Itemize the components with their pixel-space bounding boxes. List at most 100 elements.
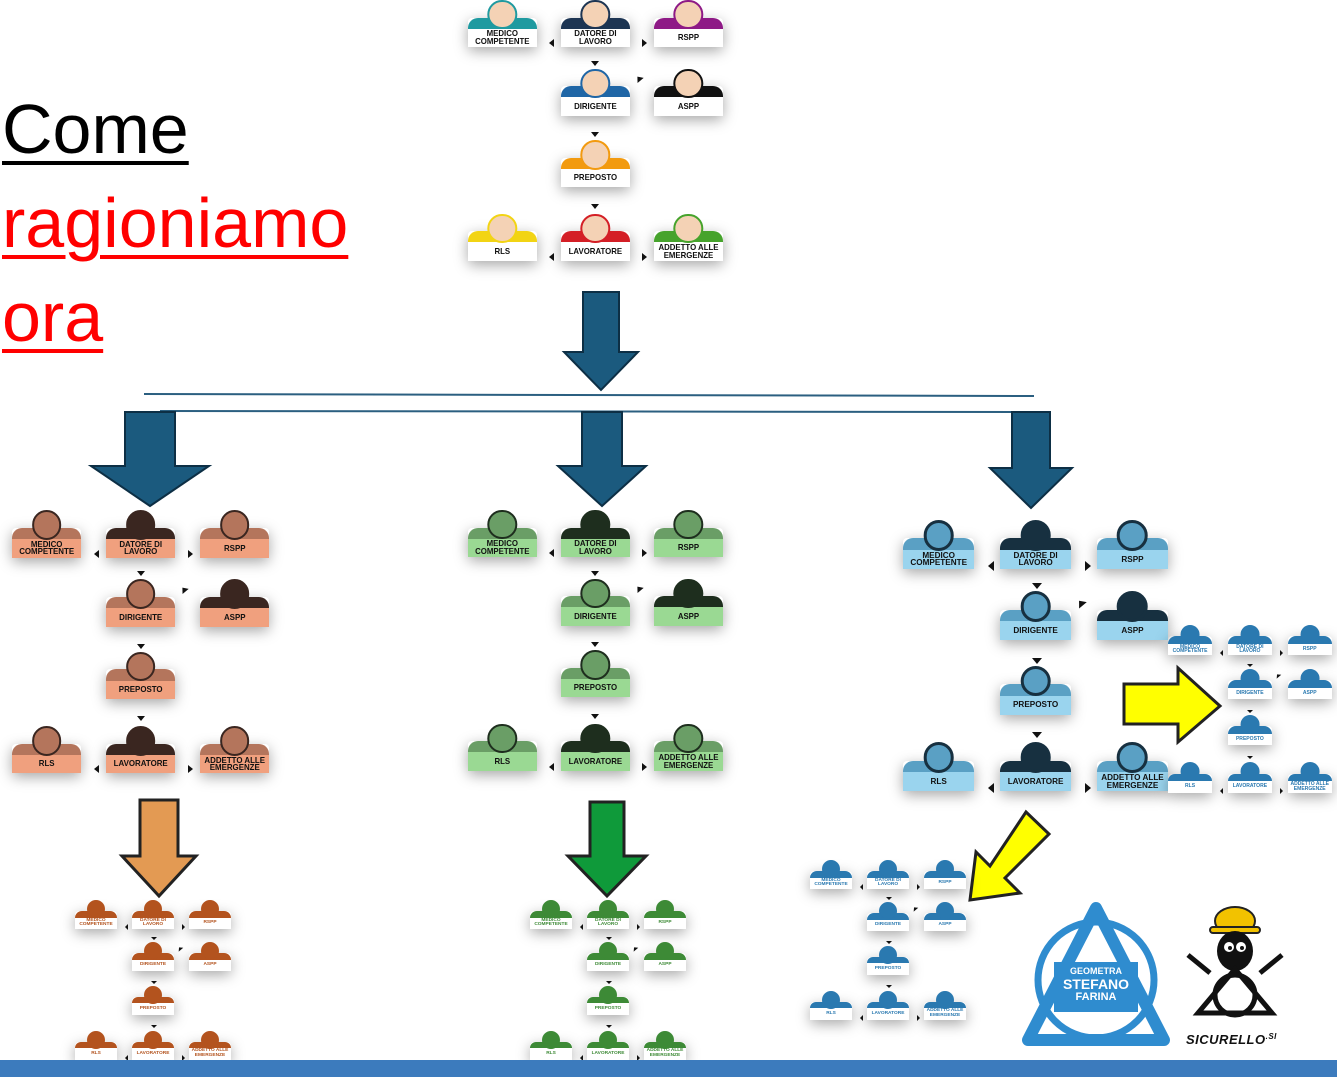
- connector-arrow-icon: [642, 252, 648, 261]
- woman-avatar-icon: [487, 213, 517, 244]
- org-card-label: MEDICO COMPETENTE: [468, 28, 537, 48]
- org-card-rls: RLS: [1168, 762, 1213, 793]
- org-card-lavoratore: LAVORATORE: [132, 1030, 174, 1060]
- connector-arrow-icon: [181, 1054, 185, 1061]
- org-card-addetto: ADDETTO ALLE EMERGENZE: [189, 1030, 231, 1060]
- sicurello-mascot-icon: [1186, 906, 1284, 1018]
- org-card-preposto: PREPOSTO: [106, 651, 176, 700]
- org-card-preposto: PREPOSTO: [132, 985, 174, 1015]
- footer-bar: [0, 1060, 1337, 1077]
- yellow-diagonal-arrow: [968, 809, 1052, 902]
- org-card-label: MEDICO COMPETENTE: [530, 917, 572, 929]
- connector-arrow-icon: [642, 762, 648, 771]
- woman-avatar-icon: [879, 945, 897, 964]
- org-card-aspp: ASPP: [200, 579, 270, 627]
- helmet-avatar-icon: [219, 510, 250, 540]
- connector-arrow-icon: [642, 39, 648, 48]
- logo-text-geometra: GEOMETRA: [1069, 966, 1122, 976]
- org-card-label: LAVORATORE: [1227, 780, 1272, 793]
- center-down-arrow: [555, 411, 649, 508]
- org-card-label: RSPP: [654, 28, 723, 48]
- doctor-avatar-icon: [822, 860, 840, 878]
- connector-arrow-icon: [188, 765, 194, 774]
- org-card-rls: RLS: [12, 725, 82, 774]
- org-card-label: ASPP: [1287, 687, 1332, 700]
- right-down-arrow: [987, 411, 1075, 510]
- helmet-avatar-icon: [201, 942, 219, 960]
- org-card-medico: MEDICO COMPETENTE: [12, 510, 82, 558]
- org-card-label: ADDETTO ALLE EMERGENZE: [1287, 780, 1332, 793]
- connector-arrow-icon: [631, 945, 639, 952]
- woman-avatar-icon: [542, 1030, 560, 1049]
- split-line-top: [143, 393, 1035, 397]
- manager-avatar-icon: [580, 578, 611, 608]
- org-card-label: ASPP: [654, 97, 723, 116]
- org-card-label: RSPP: [1096, 549, 1169, 569]
- helmet-avatar-icon: [673, 510, 704, 540]
- manager-avatar-icon: [1240, 669, 1260, 688]
- connector-arrow-icon: [633, 74, 644, 84]
- org-card-datore: DATORE DI LAVORO: [561, 0, 630, 48]
- connector-arrow-icon: [579, 1054, 583, 1061]
- org-card-preposto: PREPOSTO: [587, 985, 629, 1015]
- boss-avatar-icon: [144, 900, 162, 918]
- helmet-avatar-icon: [1117, 591, 1148, 622]
- org-card-rls: RLS: [468, 213, 537, 261]
- helmet-avatar-icon: [936, 902, 954, 920]
- doctor-avatar-icon: [487, 510, 517, 540]
- connector-arrow-icon: [605, 1024, 612, 1028]
- connector-arrow-icon: [1084, 783, 1091, 794]
- connector-arrow-icon: [150, 1024, 157, 1028]
- logo-text-stefano: STEFANO: [1062, 976, 1130, 992]
- connector-arrow-icon: [636, 924, 640, 930]
- org-card-label: MEDICO COMPETENTE: [903, 549, 975, 569]
- org-card-label: ADDETTO ALLE EMERGENZE: [654, 242, 723, 261]
- org-card-datore: DATORE DI LAVORO: [132, 900, 174, 929]
- org-card-label: DIRIGENTE: [561, 607, 630, 626]
- org-card-label: DIRIGENTE: [1227, 687, 1272, 700]
- org-card-label: ASPP: [189, 959, 231, 971]
- org-card-datore: DATORE DI LAVORO: [106, 510, 176, 558]
- org-card-datore: DATORE DI LAVORO: [999, 520, 1072, 569]
- connector-arrow-icon: [549, 549, 555, 558]
- connector-arrow-icon: [591, 203, 600, 209]
- org-card-label: DATORE DI LAVORO: [999, 549, 1072, 569]
- woman-avatar-icon: [599, 985, 617, 1004]
- org-card-label: LAVORATORE: [132, 1048, 174, 1060]
- connector-arrow-icon: [176, 945, 184, 952]
- org-card-label: DATORE DI LAVORO: [561, 538, 630, 558]
- sicurello-brand-name: SICURELLO: [1186, 1032, 1266, 1047]
- org-card-datore: DATORE DI LAVORO: [1227, 625, 1272, 656]
- org-card-medico: MEDICO COMPETENTE: [810, 860, 852, 889]
- connector-arrow-icon: [150, 937, 157, 941]
- worker-avatar-icon: [599, 1030, 617, 1049]
- org-card-dirigente: DIRIGENTE: [132, 942, 174, 971]
- connector-arrow-icon: [591, 713, 600, 719]
- org-card-addetto: ADDETTO ALLE EMERGENZE: [654, 213, 723, 261]
- helmet-avatar-icon: [673, 0, 704, 30]
- org-card-aspp: ASPP: [654, 68, 723, 116]
- org-card-dirigente: DIRIGENTE: [587, 942, 629, 971]
- org-card-medico: MEDICO COMPETENTE: [468, 510, 537, 558]
- org-card-label: DATORE DI LAVORO: [867, 877, 909, 889]
- boss-avatar-icon: [1020, 520, 1051, 551]
- worker-avatar-icon: [1240, 762, 1260, 782]
- org-card-label: MEDICO COMPETENTE: [468, 538, 537, 558]
- connector-arrow-icon: [1075, 597, 1088, 609]
- org-card-label: DIRIGENTE: [587, 959, 629, 971]
- yellow-right-arrow: [1122, 664, 1223, 746]
- org-card-label: RSPP: [924, 877, 966, 889]
- connector-arrow-icon: [1031, 583, 1042, 590]
- org-card-label: PREPOSTO: [132, 1003, 174, 1015]
- org-card-label: MEDICO COMPETENTE: [12, 539, 82, 558]
- woman-avatar-icon: [487, 723, 517, 754]
- org-card-label: RLS: [75, 1048, 117, 1060]
- org-card-addetto: ADDETTO ALLE EMERGENZE: [1287, 762, 1332, 793]
- green-down-arrow: [564, 800, 650, 899]
- org-card-dirigente: DIRIGENTE: [561, 578, 630, 626]
- worker-avatar-icon: [144, 1030, 162, 1049]
